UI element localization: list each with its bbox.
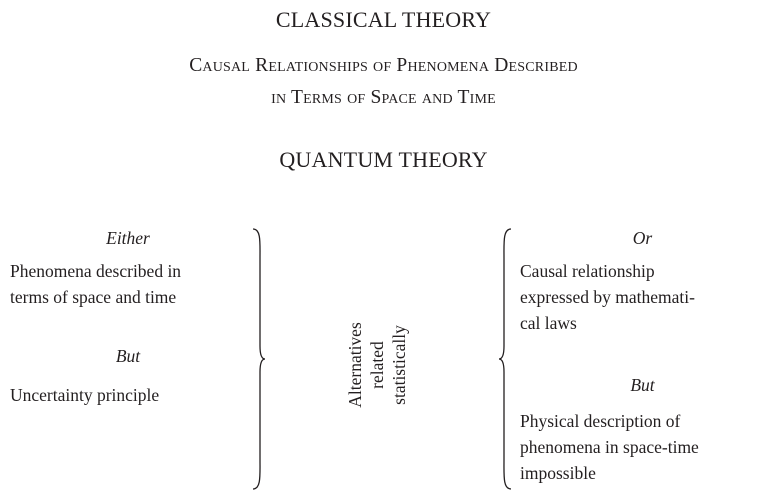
left-heading-either: Either bbox=[106, 228, 150, 248]
right-connector-but: But bbox=[630, 375, 655, 395]
right-causal-line-3: cal laws bbox=[520, 313, 577, 333]
left-brace bbox=[252, 228, 266, 490]
left-connector-but: But bbox=[115, 346, 141, 366]
right-physical-description-text: Physical description of phenomena in spa… bbox=[520, 408, 767, 486]
left-uncertainty-principle: Uncertainty principle bbox=[10, 385, 160, 405]
left-phenomena-text: Phenomena described in terms of space an… bbox=[10, 258, 260, 310]
right-heading-or: Or bbox=[632, 228, 653, 248]
right-physical-line-2: phenomena in space-time bbox=[520, 437, 699, 457]
classical-theory-title: CLASSICAL THEORY bbox=[275, 7, 492, 32]
middle-label-line-1: Alternatives bbox=[345, 322, 365, 408]
middle-label-line-3: statistically bbox=[389, 325, 409, 405]
right-physical-line-3: impossible bbox=[520, 463, 596, 483]
right-physical-line-1: Physical description of bbox=[520, 411, 681, 431]
left-phenomena-line-2: terms of space and time bbox=[10, 287, 177, 307]
right-causal-line-1: Causal relationship bbox=[520, 261, 655, 281]
alternatives-related-statistically-label: Alternatives related statistically bbox=[344, 285, 424, 445]
right-causal-text: Causal relationship expressed by mathema… bbox=[520, 258, 767, 336]
classical-theory-subtitle-line-2: in Terms of Space and Time bbox=[271, 87, 496, 108]
right-causal-line-2: expressed by mathemati- bbox=[520, 287, 695, 307]
left-phenomena-line-1: Phenomena described in bbox=[10, 261, 182, 281]
middle-label-line-2: related bbox=[367, 341, 387, 389]
classical-theory-subtitle-line-1: Causal Relationships of Phenomena Descri… bbox=[189, 55, 578, 76]
quantum-theory-title: QUANTUM THEORY bbox=[279, 147, 488, 172]
right-brace bbox=[498, 228, 512, 490]
